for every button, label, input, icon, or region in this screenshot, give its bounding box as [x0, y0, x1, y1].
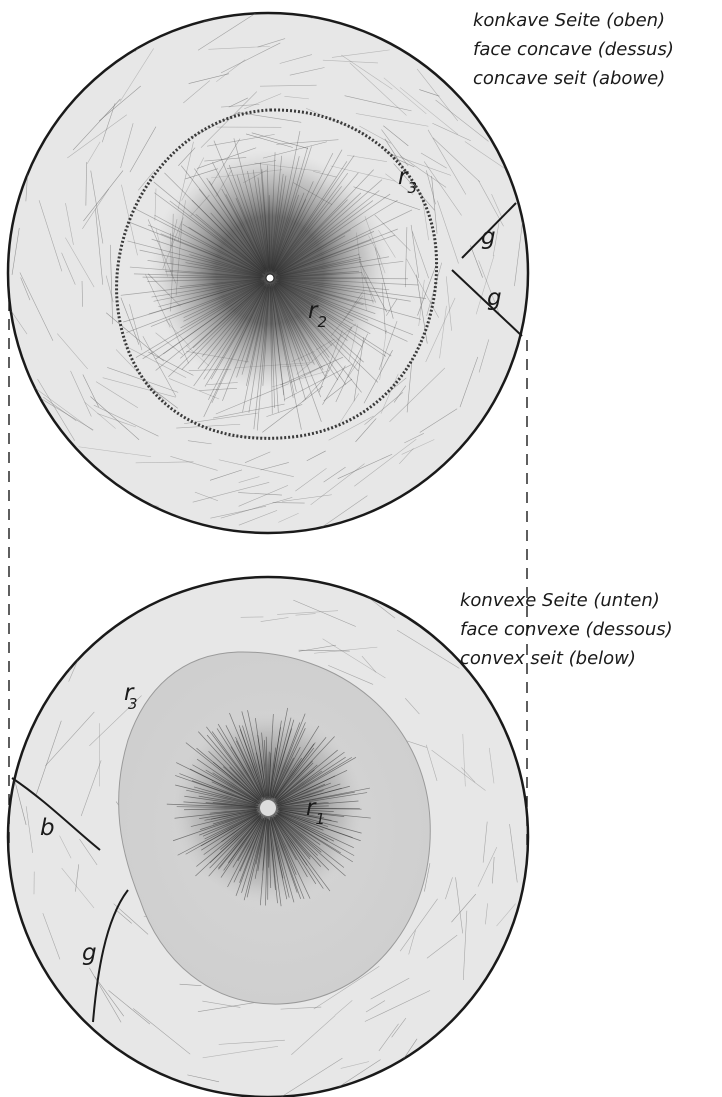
caption-bottom-line3: convex seit (below) — [460, 648, 636, 669]
bottom-label-g: g — [82, 940, 97, 966]
caption-bottom: konvexe Seite (unten) face convexe (dess… — [460, 590, 673, 669]
top-label-g-upper: g — [481, 224, 496, 250]
caption-top-line2: face concave (dessus) — [473, 39, 674, 60]
bottom-disc-center-dot — [260, 800, 276, 816]
top-label-g-lower: g — [487, 285, 502, 311]
caption-top-line3: concave seit (abowe) — [473, 68, 665, 89]
bottom-disc: r3 r1 b g — [0, 567, 558, 1097]
bottom-label-b: b — [40, 815, 55, 841]
caption-bottom-line2: face convexe (dessous) — [460, 619, 673, 640]
caption-top: konkave Seite (oben) face concave (dessu… — [473, 10, 674, 89]
top-disc-center-dot — [266, 274, 274, 282]
caption-top-line1: konkave Seite (oben) — [473, 10, 665, 31]
top-disc: r3 r2 g g — [0, 0, 528, 545]
caption-bottom-line1: konvexe Seite (unten) — [460, 590, 660, 611]
